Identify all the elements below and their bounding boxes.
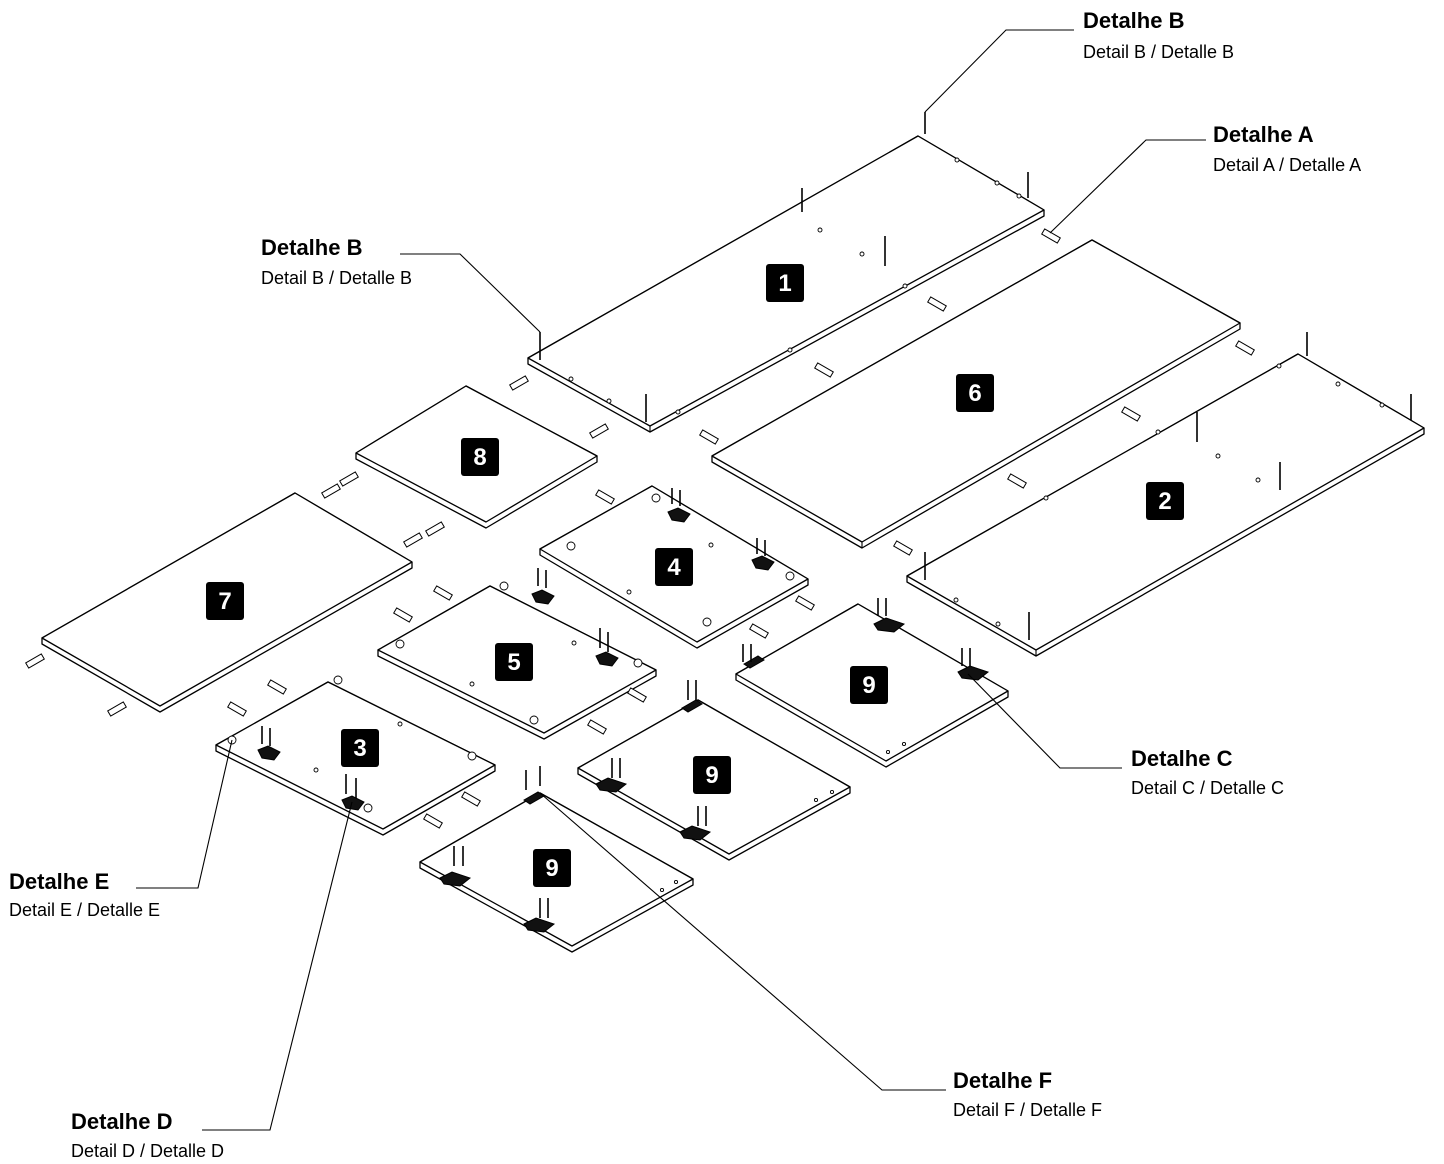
panel-2-number: 2 [1158, 488, 1171, 515]
panel-9-top: 9 [735, 598, 1009, 768]
panel-4: 4 [539, 485, 815, 649]
callout-title: Detalhe B [1083, 8, 1184, 33]
panel-9-middle: 9 [577, 680, 851, 861]
callout-detail-c: Detalhe C Detail C / Detalle C [1131, 746, 1284, 798]
callout-title: Detalhe D [71, 1109, 172, 1134]
callout-subtitle: Detail A / Detalle A [1213, 155, 1361, 175]
panel-2: 2 [906, 332, 1425, 657]
panel-8: 8 [339, 375, 609, 537]
panel-3: 3 [215, 675, 496, 836]
panel-1-number: 1 [778, 270, 791, 297]
callout-subtitle: Detail E / Detalle E [9, 900, 160, 920]
panel-6-number: 6 [968, 380, 981, 407]
panel-8-number: 8 [473, 444, 486, 471]
panel-9-middle-number: 9 [705, 762, 718, 789]
callout-title: Detalhe A [1213, 122, 1314, 147]
callout-title: Detalhe C [1131, 746, 1233, 771]
callout-detail-b-left: Detalhe B Detail B / Detalle B [261, 235, 412, 288]
callout-title: Detalhe B [261, 235, 362, 260]
panel-1: 1 [527, 112, 1045, 433]
panel-7-number: 7 [218, 588, 231, 615]
panel-9-bottom: 9 [419, 766, 694, 953]
callout-detail-d: Detalhe D Detail D / Detalle D [71, 1109, 224, 1161]
callout-subtitle: Detail D / Detalle D [71, 1141, 224, 1161]
panel-5-number: 5 [507, 649, 520, 676]
callout-detail-b-top: Detalhe B Detail B / Detalle B [1083, 8, 1234, 62]
callout-title: Detalhe E [9, 869, 109, 894]
panel-5: 5 [377, 568, 657, 740]
callout-detail-a: Detalhe A Detail A / Detalle A [1213, 122, 1361, 175]
panel-9-top-number: 9 [862, 672, 875, 699]
callout-leaders [136, 29, 1206, 1131]
callout-title: Detalhe F [953, 1068, 1052, 1093]
panel-9-bottom-number: 9 [545, 855, 558, 882]
callout-detail-e: Detalhe E Detail E / Detalle E [9, 869, 160, 920]
panel-7: 7 [25, 483, 423, 717]
panel-4-number: 4 [667, 554, 681, 581]
panel-3-number: 3 [353, 735, 366, 762]
callout-subtitle: Detail B / Detalle B [1083, 42, 1234, 62]
callout-detail-f: Detalhe F Detail F / Detalle F [953, 1068, 1102, 1120]
callout-subtitle: Detail F / Detalle F [953, 1100, 1102, 1120]
callout-subtitle: Detail B / Detalle B [261, 268, 412, 288]
callout-subtitle: Detail C / Detalle C [1131, 778, 1284, 798]
panel-6: 6 [699, 228, 1255, 556]
